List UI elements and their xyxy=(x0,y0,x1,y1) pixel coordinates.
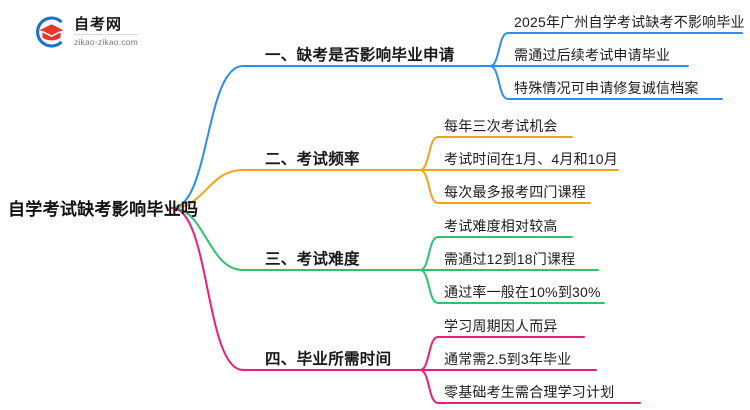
site-logo: 自考网 zikao-zikao.com xyxy=(30,11,160,53)
leaf-1-1[interactable]: 2025年广州自学考试缺考不影响毕业 xyxy=(514,14,745,30)
logo-wordmark: 自考网 zikao-zikao.com xyxy=(74,17,138,47)
leaf-3-1[interactable]: 考试难度相对较高 xyxy=(444,218,558,234)
leaf-1-3[interactable]: 特殊情况可申请修复诚信档案 xyxy=(514,80,699,96)
leaf-3-3[interactable]: 通过率一般在10%到30% xyxy=(444,284,601,300)
branch-4-wires xyxy=(171,207,641,404)
root-topic[interactable]: 自学考试缺考影响毕业吗 xyxy=(8,200,199,219)
leaf-4-2[interactable]: 通常需2.5到3年毕业 xyxy=(444,351,572,367)
branch-label-1[interactable]: 一、缺考是否影响毕业申请 xyxy=(265,47,455,64)
branch-label-4[interactable]: 四、毕业所需时间 xyxy=(265,351,392,368)
logo-name: 自考网 xyxy=(74,17,138,36)
zikao-logo-icon xyxy=(30,12,70,52)
leaf-2-2[interactable]: 考试时间在1月、4月和10月 xyxy=(444,151,618,167)
branch-label-2[interactable]: 二、考试频率 xyxy=(265,151,360,168)
logo-domain: zikao-zikao.com xyxy=(74,37,138,48)
branch-label-3[interactable]: 三、考试难度 xyxy=(265,251,360,268)
leaf-1-2[interactable]: 需通过后续考试申请毕业 xyxy=(514,47,671,63)
leaf-2-3[interactable]: 每次最多报考四门课程 xyxy=(444,184,586,200)
leaf-4-3[interactable]: 零基础考生需合理学习计划 xyxy=(444,384,615,400)
leaf-3-2[interactable]: 需通过12到18门课程 xyxy=(444,251,576,267)
leaf-4-1[interactable]: 学习周期因人而异 xyxy=(444,318,558,334)
leaf-2-1[interactable]: 每年三次考试机会 xyxy=(444,118,558,134)
